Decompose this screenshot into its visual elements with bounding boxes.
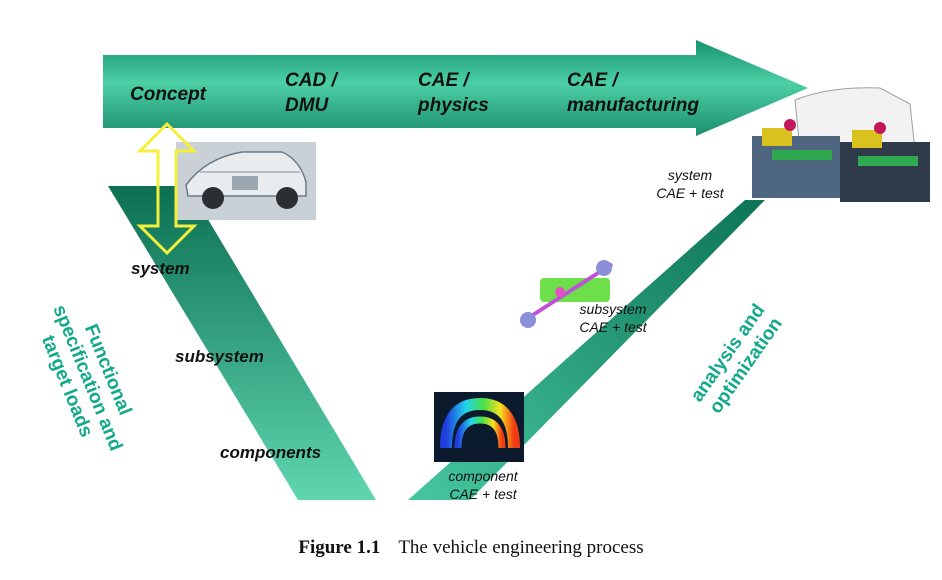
component-fea-image: [434, 392, 524, 462]
test-rig-image: [752, 87, 930, 202]
subsystem-chassis-image: [520, 260, 614, 328]
stage-cae-physics-line2: physics: [417, 95, 489, 116]
validation-subsystem-line2: CAE + test: [579, 319, 647, 335]
caption-text: The vehicle engineering process: [398, 537, 644, 558]
validation-subsystem-line1: subsystem: [580, 301, 647, 317]
level-system: system: [131, 259, 190, 278]
figure-caption: Figure 1.1 The vehicle engineering proces…: [0, 537, 942, 559]
validation-component-line2: CAE + test: [449, 486, 517, 502]
stage-cae-manufacturing-line2: manufacturing: [567, 95, 699, 116]
stage-cae-physics-line1: CAE /: [418, 70, 470, 91]
stage-concept: Concept: [130, 84, 207, 105]
level-subsystem: subsystem: [175, 347, 264, 366]
validation-component-line1: component: [448, 468, 518, 484]
stage-cad-line2: DMU: [285, 95, 330, 116]
top-process-arrow: [103, 40, 808, 136]
left-decomposition-band: [108, 186, 376, 500]
car-cad-image: [176, 142, 316, 220]
validation-system-line1: system: [668, 167, 713, 183]
validation-system-line2: CAE + test: [656, 185, 724, 201]
yellow-double-arrow: [136, 121, 198, 256]
caption-number: Figure 1.1: [298, 537, 381, 558]
stage-cae-manufacturing-line1: CAE /: [567, 70, 619, 91]
stage-cad-line1: CAD /: [285, 70, 338, 91]
level-components: components: [220, 443, 321, 462]
